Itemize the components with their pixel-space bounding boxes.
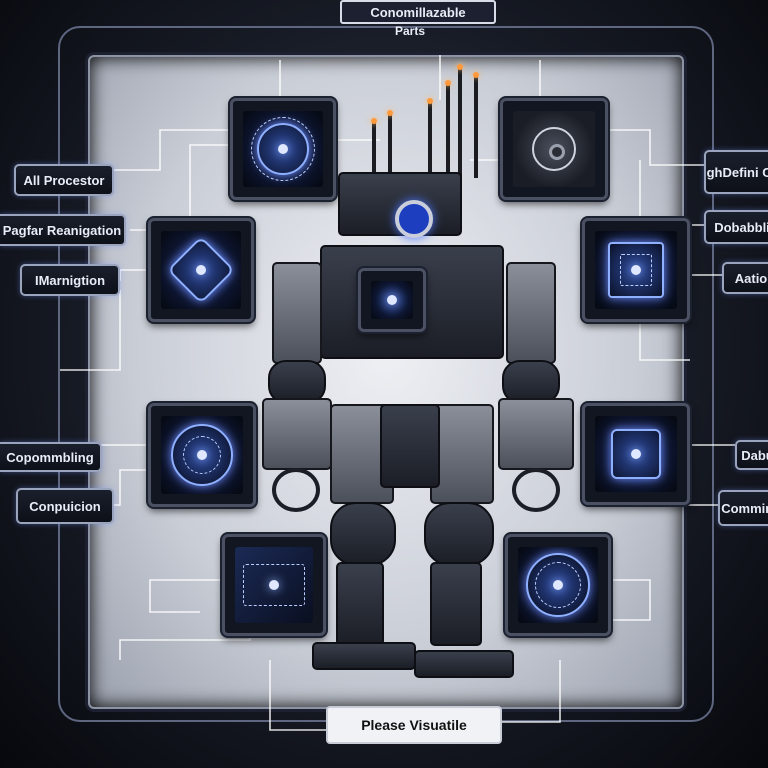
module-computing	[148, 403, 256, 507]
label-audio: Aatio	[722, 262, 768, 294]
label-durability-2: Dabu	[735, 440, 768, 470]
visualize-button[interactable]: Please Visuatile	[326, 706, 502, 744]
label-pattern-recognition: Pagfar Reanigation	[0, 214, 126, 246]
module-sensor	[582, 403, 690, 505]
module-camera	[500, 98, 608, 200]
module-communication	[505, 534, 611, 636]
module-processor	[230, 98, 336, 200]
label-hd-camera: HighDefini Cam	[704, 150, 768, 194]
module-pattern	[148, 218, 254, 322]
label-communication: Commini	[718, 490, 768, 526]
diagram-title: Conomillazable	[340, 0, 496, 24]
label-navigation: IMarnigtion	[20, 264, 120, 296]
module-interface	[222, 534, 326, 636]
label-computing: Copommbling	[0, 442, 102, 472]
module-durability	[582, 218, 690, 322]
diagram-subtitle: Parts	[394, 24, 426, 38]
label-durability: Dobabbli	[704, 210, 768, 244]
label-ai-processor: All Procestor	[14, 164, 114, 196]
label-computation: Conpuicion	[16, 488, 114, 524]
